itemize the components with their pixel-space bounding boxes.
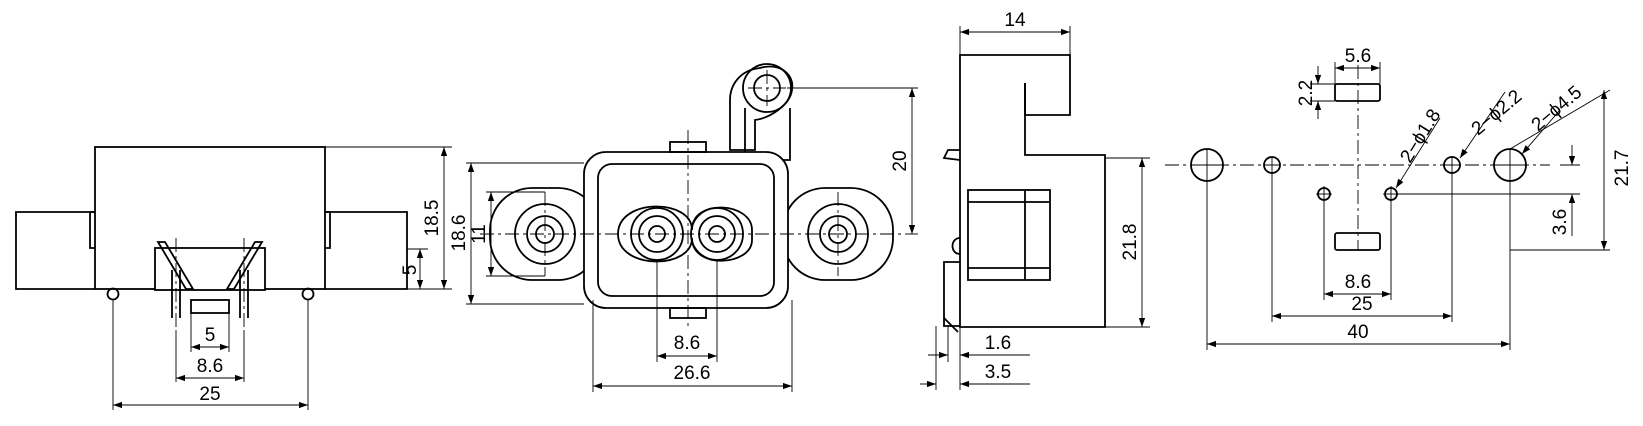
- side-pin-gap-label: 5: [205, 325, 216, 346]
- section-view: 14 21.8 1.6 3.5: [920, 10, 1150, 390]
- cutout-offset-label: 3.6: [1550, 209, 1571, 235]
- cutout-slot-height-label: 2.2: [1296, 80, 1317, 106]
- cutout-slot-width-label: 5.6: [1345, 46, 1371, 67]
- section-top-label: 14: [1004, 10, 1026, 31]
- section-view-dimensions: 14 21.8 1.6 3.5: [920, 10, 1150, 390]
- front-view-outline: [480, 63, 905, 330]
- section-offset-b-label: 3.5: [985, 362, 1011, 383]
- side-flange-label: 5: [400, 265, 421, 276]
- cutout-mid-hole-label: 2−ϕ2.2: [1468, 86, 1526, 140]
- section-view-outline: [942, 54, 1106, 333]
- side-overall-label: 25: [199, 384, 220, 405]
- front-pin-pitch-label: 8.6: [674, 333, 700, 354]
- side-view-outline: [15, 146, 408, 330]
- side-pin-pitch-label: 8.6: [197, 356, 223, 377]
- panel-cutout-holes: [1165, 65, 1550, 251]
- cutout-big-pitch-label: 40: [1347, 322, 1368, 343]
- panel-cutout-dimensions: 5.6 2.2 2−ϕ1.8 2−ϕ2.2 2−ϕ4.5 21.7 3.6 8.…: [1206, 46, 1633, 350]
- section-offset-a-label: 1.6: [985, 333, 1011, 354]
- front-view: 20 18.6 11 8.6 26.6: [449, 63, 918, 392]
- side-view-dimensions: 18.5 5 5 8.6 25: [112, 146, 452, 410]
- front-outer-height-label: 18.6: [449, 215, 470, 252]
- cutout-overall-height-label: 21.7: [1612, 150, 1633, 187]
- front-view-dimensions: 20 18.6 11 8.6 26.6: [449, 87, 918, 392]
- cutout-small-pitch-label: 8.6: [1345, 272, 1371, 293]
- cutout-mid-pitch-label: 25: [1351, 294, 1372, 315]
- side-view: 18.5 5 5 8.6 25: [15, 146, 452, 410]
- side-height-label: 18.5: [422, 200, 443, 237]
- front-width-label: 26.6: [674, 363, 711, 384]
- panel-cutout: 5.6 2.2 2−ϕ1.8 2−ϕ2.2 2−ϕ4.5 21.7 3.6 8.…: [1165, 46, 1633, 350]
- front-tab-label: 20: [890, 150, 911, 171]
- front-inner-height-label: 11: [469, 224, 490, 244]
- cutout-small-hole-label: 2−ϕ1.8: [1396, 106, 1445, 167]
- section-height-label: 21.8: [1120, 224, 1141, 261]
